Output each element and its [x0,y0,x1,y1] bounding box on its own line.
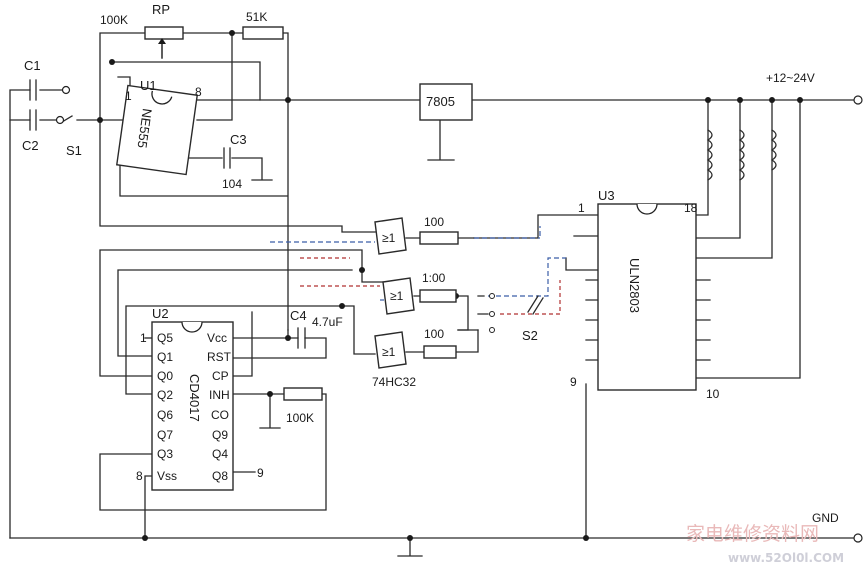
pin-right-7: Q8 [212,469,228,483]
colored-signal-wires [270,226,566,315]
u3-pin18: 18 [684,201,698,215]
pin-right-1: RST [207,350,232,364]
uln2803-chip [597,203,697,391]
labels: C1 C2 S1 100K RP 51K U1 1 8 NE555 C3 104… [22,2,839,525]
pin-left-1: Q1 [157,350,173,364]
r100k-top-label: 100K [100,13,128,27]
c2-label: C2 [22,138,39,153]
c4-value: 4.7uF [312,315,343,329]
pin-left-5: Q7 [157,428,173,442]
terminals [55,85,863,543]
cd4017-label: CD4017 [187,374,202,422]
u3-label: U3 [598,188,615,203]
hc32-label: 74HC32 [372,375,416,389]
watermark-cn: 家电维修资料网 [686,523,819,545]
pin-left-2: Q0 [157,369,173,383]
cd4017-pin8: 8 [136,469,143,483]
reg-label: 7805 [426,94,455,109]
gate-labels: ≥1 ≥1 ≥1 100 1:00 100 74HC32 S2 [372,215,538,389]
pin-left-0: Q5 [157,331,173,345]
ne555-chip [115,84,199,176]
cd4017-chip [151,321,234,491]
cd4017-pin9: 9 [257,466,264,480]
watermark-url: www.52Ol0l.COM [728,551,844,565]
pin-right-6: Q4 [212,447,228,461]
pin-left-7: Vss [157,469,177,483]
c3-label: C3 [230,132,247,147]
relay-coils [706,129,777,181]
pin-left-3: Q2 [157,388,173,402]
gnd-label: GND [812,511,839,525]
supply-label: +12~24V [766,71,815,85]
u3-pin1: 1 [578,201,585,215]
resistors [144,26,459,401]
s2-switch-mark [527,295,544,315]
cd4017-pin1: 1 [140,331,147,345]
or-gates [374,217,415,369]
gate1-symbol: ≥1 [382,231,396,245]
u2-label: U2 [152,306,169,321]
pin-right-5: Q9 [212,428,228,442]
s1-label: S1 [66,143,82,158]
c4-label: C4 [290,308,307,323]
s2-label: S2 [522,328,538,343]
ne555-pin8: 8 [195,85,202,99]
r100k-bottom-label: 100K [286,411,314,425]
r2-value: 1:00 [422,271,446,285]
r1-value: 100 [424,215,444,229]
u3-pin10: 10 [706,387,720,401]
pin-right-2: CP [212,369,229,383]
pin-right-0: Vcc [207,331,227,345]
u1-label: U1 [140,78,157,93]
gate2-symbol: ≥1 [390,289,404,303]
pin-left-4: Q6 [157,408,173,422]
cd4017-pin-labels: Q5 Q1 Q0 Q2 Q6 Q7 Q3 Vss Vcc RST CP INH … [157,331,232,483]
uln2803-labels: U3 1 18 9 10 ULN2803 [570,188,720,401]
r3-value: 100 [424,327,444,341]
ne555-pin1: 1 [125,89,132,103]
watermark: 家电维修资料网 www.52Ol0l.COM [686,523,844,565]
ne555-label: NE555 [134,108,154,149]
capacitors [29,79,306,349]
rp-label: RP [152,2,170,17]
pin-right-3: INH [209,388,230,402]
c1-label: C1 [24,58,41,73]
wires [9,32,857,557]
r51k-label: 51K [246,10,267,24]
pin-right-4: CO [211,408,229,422]
pin-left-6: Q3 [157,447,173,461]
c3-value: 104 [222,177,242,191]
regulator-7805 [419,83,473,121]
gate3-symbol: ≥1 [382,345,396,359]
uln2803-label: ULN2803 [627,258,642,313]
u3-pin9: 9 [570,375,577,389]
